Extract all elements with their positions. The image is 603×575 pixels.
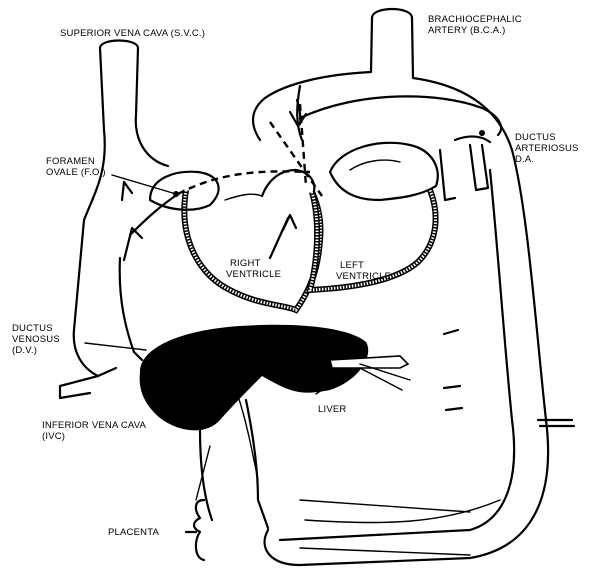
label-ivc: (IVC)	[42, 431, 65, 442]
label-da: D.A.	[515, 154, 534, 165]
label-inferior-vena-cava: INFERIOR VENA CAVA	[42, 420, 147, 431]
label-foramen: FORAMEN	[46, 156, 95, 167]
labels: SUPERIOR VENA CAVA (S.V.C.) BRACHIOCEPHA…	[12, 14, 579, 538]
label-superior-vena-cava: SUPERIOR VENA CAVA (S.V.C.)	[60, 28, 205, 39]
brachiocephalic-artery-aorta	[246, 9, 548, 565]
placenta-bracket	[186, 500, 204, 560]
label-venosus: VENOSUS	[12, 334, 60, 345]
label-arteriosus: ARTERIOSUS	[515, 143, 579, 154]
label-right: RIGHT	[230, 258, 261, 269]
label-left-ventricle: VENTRICLE	[336, 271, 391, 282]
ductus-arteriosus	[300, 96, 501, 200]
liver	[140, 325, 410, 431]
label-foramen-ovale: OVALE (F.O.)	[46, 167, 106, 178]
label-brachiocephalic: BRACHIOCEPHALIC	[428, 14, 522, 25]
superior-vena-cava	[60, 41, 168, 399]
label-ductus: DUCTUS	[515, 132, 556, 143]
label-left: LEFT	[340, 260, 364, 271]
label-dv: (D.V.)	[12, 345, 37, 356]
label-ductus-v: DUCTUS	[12, 323, 53, 334]
label-right-ventricle: VENTRICLE	[226, 269, 281, 280]
heart	[150, 143, 438, 310]
label-liver: LIVER	[318, 404, 346, 415]
label-brachiocephalic-artery: ARTERY (B.C.A.)	[428, 25, 505, 36]
label-placenta: PLACENTA	[108, 527, 160, 538]
